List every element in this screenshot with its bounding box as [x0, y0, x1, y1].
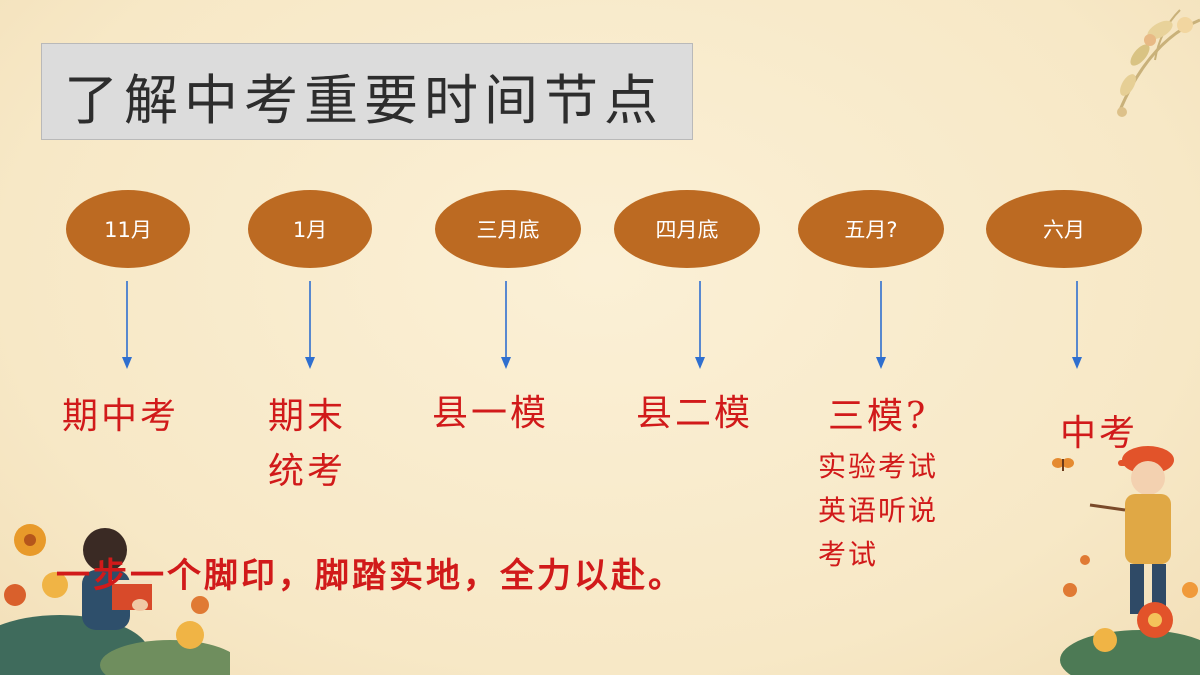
- event-mock-3: 三模?: [828, 396, 929, 437]
- page-title: 了解中考重要时间节点: [64, 69, 664, 132]
- down-arrow-icon: [501, 281, 511, 369]
- event-county-mock-2: 县二模: [636, 393, 754, 434]
- event-note-exam: 考试: [818, 538, 879, 571]
- event-county-mock-1: 县一模: [432, 393, 550, 434]
- timeline-ellipse: 三月底: [435, 190, 581, 268]
- down-arrow-icon: [695, 281, 705, 369]
- down-arrow-icon: [876, 281, 886, 369]
- event-note-english-listening: 英语听说: [818, 494, 939, 527]
- butterfly-icon: [1052, 458, 1074, 471]
- event-note-lab-exam: 实验考试: [818, 450, 939, 483]
- event-zhongkao: 中考: [1060, 413, 1139, 454]
- event-final-line1: 期末: [268, 396, 347, 437]
- timeline-node-may: 五月?: [798, 190, 944, 268]
- reading-child-bottom-left: [0, 524, 230, 675]
- timeline-month-label: 四月底: [655, 218, 719, 242]
- timeline-node-end-of-april: 四月底: [614, 190, 760, 268]
- motto-text: 一步一个脚印，脚踏实地，全力以赴。: [56, 556, 685, 596]
- timeline-month-label: 11月: [104, 218, 152, 242]
- event-midterm: 期中考: [62, 396, 180, 437]
- timeline-node-november: 11月: [66, 190, 190, 268]
- down-arrow-icon: [122, 281, 132, 369]
- event-final-line2: 统考: [268, 451, 347, 492]
- title-box: 了解中考重要时间节点: [41, 43, 693, 140]
- timeline-node-end-of-march: 三月底: [435, 190, 581, 268]
- down-arrow-icon: [1072, 281, 1082, 369]
- child-with-paintbrush-bottom-right: [1060, 446, 1200, 675]
- down-arrow-icon: [305, 281, 315, 369]
- timeline-month-label: 六月: [1043, 218, 1085, 242]
- timeline-node-june: 六月: [986, 190, 1142, 268]
- flower-branch-top-right: [1117, 9, 1200, 117]
- timeline-ellipse: 11月: [66, 190, 190, 268]
- timeline-ellipse: 1月: [248, 190, 372, 268]
- timeline-month-label: 五月?: [844, 218, 898, 242]
- timeline-ellipse: 六月: [986, 190, 1142, 268]
- timeline-node-january: 1月: [248, 190, 372, 268]
- timeline-month-label: 1月: [292, 218, 328, 242]
- timeline-ellipse: 五月?: [798, 190, 944, 268]
- timeline-ellipse: 四月底: [614, 190, 760, 268]
- timeline-month-label: 三月底: [476, 218, 540, 242]
